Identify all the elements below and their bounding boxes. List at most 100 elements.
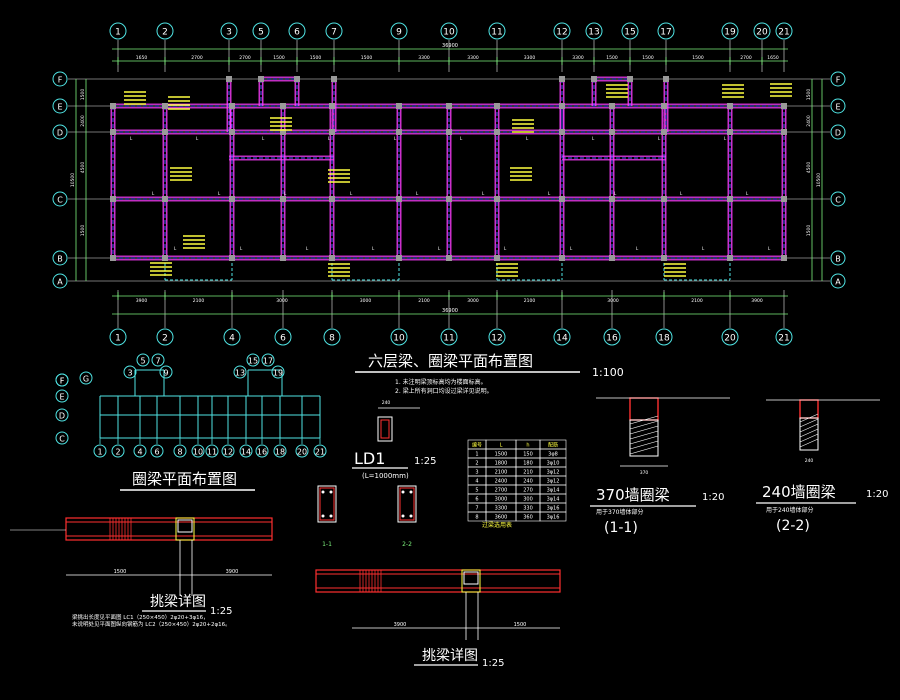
top-axis-3-label: 3 bbox=[226, 28, 232, 38]
left-row-axis-F-bubble bbox=[52, 71, 68, 87]
column bbox=[329, 255, 335, 261]
top-axis-20-label: 20 bbox=[756, 28, 768, 38]
column bbox=[396, 129, 402, 135]
top-axis-11-label: 11 bbox=[491, 28, 502, 38]
ring-top-axis-label: 3 bbox=[127, 369, 132, 378]
left-row-axis-E-bubble bbox=[52, 98, 68, 114]
right-dim-value: 1500 bbox=[806, 225, 812, 237]
ring-top-axis-label: 9 bbox=[163, 369, 168, 378]
hatch bbox=[799, 428, 819, 438]
column bbox=[559, 103, 565, 109]
column bbox=[559, 76, 565, 82]
ring-row-D-label: D bbox=[59, 412, 65, 421]
cantilever-right-title: 挑梁详图 bbox=[422, 648, 478, 664]
cantilever-right-scale: 1:25 bbox=[482, 658, 504, 669]
ring-bottom-axis-10-label: 10 bbox=[193, 448, 203, 457]
beam-tag: L bbox=[482, 191, 485, 196]
top-axis-11-bubble bbox=[488, 22, 506, 40]
top-dim-value: 3300 bbox=[572, 55, 584, 61]
bottom-axis-14-bubble bbox=[553, 328, 571, 346]
table-cell-value: 3φ16 bbox=[547, 515, 560, 521]
table-cell-value: 1500 bbox=[495, 452, 508, 458]
left-dim-value: 2400 bbox=[80, 115, 86, 127]
bottom-axis-14-label: 14 bbox=[556, 334, 568, 344]
right-dim-value: 1500 bbox=[806, 89, 812, 101]
table-cell-value: 3 bbox=[475, 470, 478, 476]
small-section-label: 2-2 bbox=[402, 541, 412, 548]
ring-bottom-axis-16-label: 16 bbox=[257, 448, 267, 457]
column bbox=[781, 103, 787, 109]
support-mark bbox=[463, 571, 479, 585]
right-row-axis-B-bubble bbox=[830, 250, 846, 266]
rebar-dot bbox=[329, 490, 333, 494]
left-row-axis-D-label: D bbox=[57, 129, 63, 138]
bottom-dim-value: 2100 bbox=[418, 298, 430, 304]
column bbox=[329, 129, 335, 135]
table-cell-value: 1 bbox=[475, 452, 478, 458]
beam-tag: L bbox=[548, 191, 551, 196]
ring-row-F-label: F bbox=[60, 377, 65, 386]
table-cell-value: 3600 bbox=[495, 515, 508, 521]
column bbox=[494, 196, 500, 202]
ring240-title: 240墙圈梁 bbox=[762, 483, 836, 501]
right-row-axis-C-label: C bbox=[835, 196, 841, 205]
column bbox=[661, 196, 667, 202]
column bbox=[609, 103, 615, 109]
top-axis-5-bubble bbox=[252, 22, 270, 40]
table-cell-value: 3300 bbox=[495, 506, 508, 512]
bottom-axis-6-bubble bbox=[274, 328, 292, 346]
rebar-dot bbox=[321, 514, 325, 518]
beam-tag: L bbox=[218, 191, 221, 196]
main-plan-scale: 1:100 bbox=[592, 366, 624, 379]
rebar-dot bbox=[321, 490, 325, 494]
left-total-dim: 10500 bbox=[70, 173, 76, 187]
column bbox=[661, 255, 667, 261]
ring-bottom-axis-8-label: 8 bbox=[177, 448, 182, 457]
ring370-note: 用于370墙体部分 bbox=[596, 508, 643, 516]
right-row-axis-B-label: B bbox=[835, 255, 841, 264]
beam-tag: L bbox=[746, 191, 749, 196]
bottom-axis-2-bubble bbox=[156, 328, 174, 346]
hatch bbox=[799, 423, 819, 433]
right-row-axis-D-bubble bbox=[830, 124, 846, 140]
top-dim-value: 3300 bbox=[467, 55, 479, 61]
column bbox=[280, 129, 286, 135]
bottom-axis-10-label: 10 bbox=[393, 334, 405, 344]
table-cell-value: 5 bbox=[475, 488, 478, 494]
top-axis-15-bubble bbox=[621, 22, 639, 40]
left-row-axis-D-bubble bbox=[52, 124, 68, 140]
column bbox=[591, 76, 597, 82]
ring-bottom-axis-11-bubble bbox=[205, 444, 219, 458]
top-dim-value: 1500 bbox=[273, 55, 285, 61]
top-axis-7-label: 7 bbox=[331, 28, 337, 38]
right-total-dim: 10500 bbox=[816, 173, 822, 187]
beam-tag: L bbox=[372, 246, 375, 251]
main-note-2: 2. 梁上所有洞口均设过梁详见说明。 bbox=[395, 387, 493, 395]
top-dim-value: 1500 bbox=[642, 55, 654, 61]
hatch bbox=[799, 438, 819, 448]
column bbox=[110, 255, 116, 261]
column bbox=[781, 255, 787, 261]
column bbox=[609, 255, 615, 261]
column bbox=[446, 103, 452, 109]
bottom-dim-value: 2100 bbox=[691, 298, 703, 304]
beam-tag: L bbox=[262, 136, 265, 141]
beam-tag: L bbox=[702, 246, 705, 251]
ring-row-C-label: C bbox=[59, 435, 65, 444]
cantilever-note-1: 梁挑出长度见平面图 LC1（250×450）2φ20+3φ16， bbox=[72, 613, 209, 621]
column bbox=[559, 255, 565, 261]
bottom-dim-value: 3900 bbox=[136, 298, 148, 304]
hatch bbox=[799, 418, 819, 428]
cantilever-left-dim: 3900 bbox=[226, 569, 239, 575]
column bbox=[229, 196, 235, 202]
table-cell-value: 3φ10 bbox=[547, 461, 560, 467]
top-axis-2-label: 2 bbox=[162, 28, 168, 38]
ring-bottom-axis-4-label: 4 bbox=[137, 448, 142, 457]
right-row-axis-A-bubble bbox=[830, 273, 846, 289]
bottom-axis-12-bubble bbox=[488, 328, 506, 346]
hatch bbox=[629, 445, 659, 455]
top-axis-10-bubble bbox=[440, 22, 458, 40]
column bbox=[280, 103, 286, 109]
